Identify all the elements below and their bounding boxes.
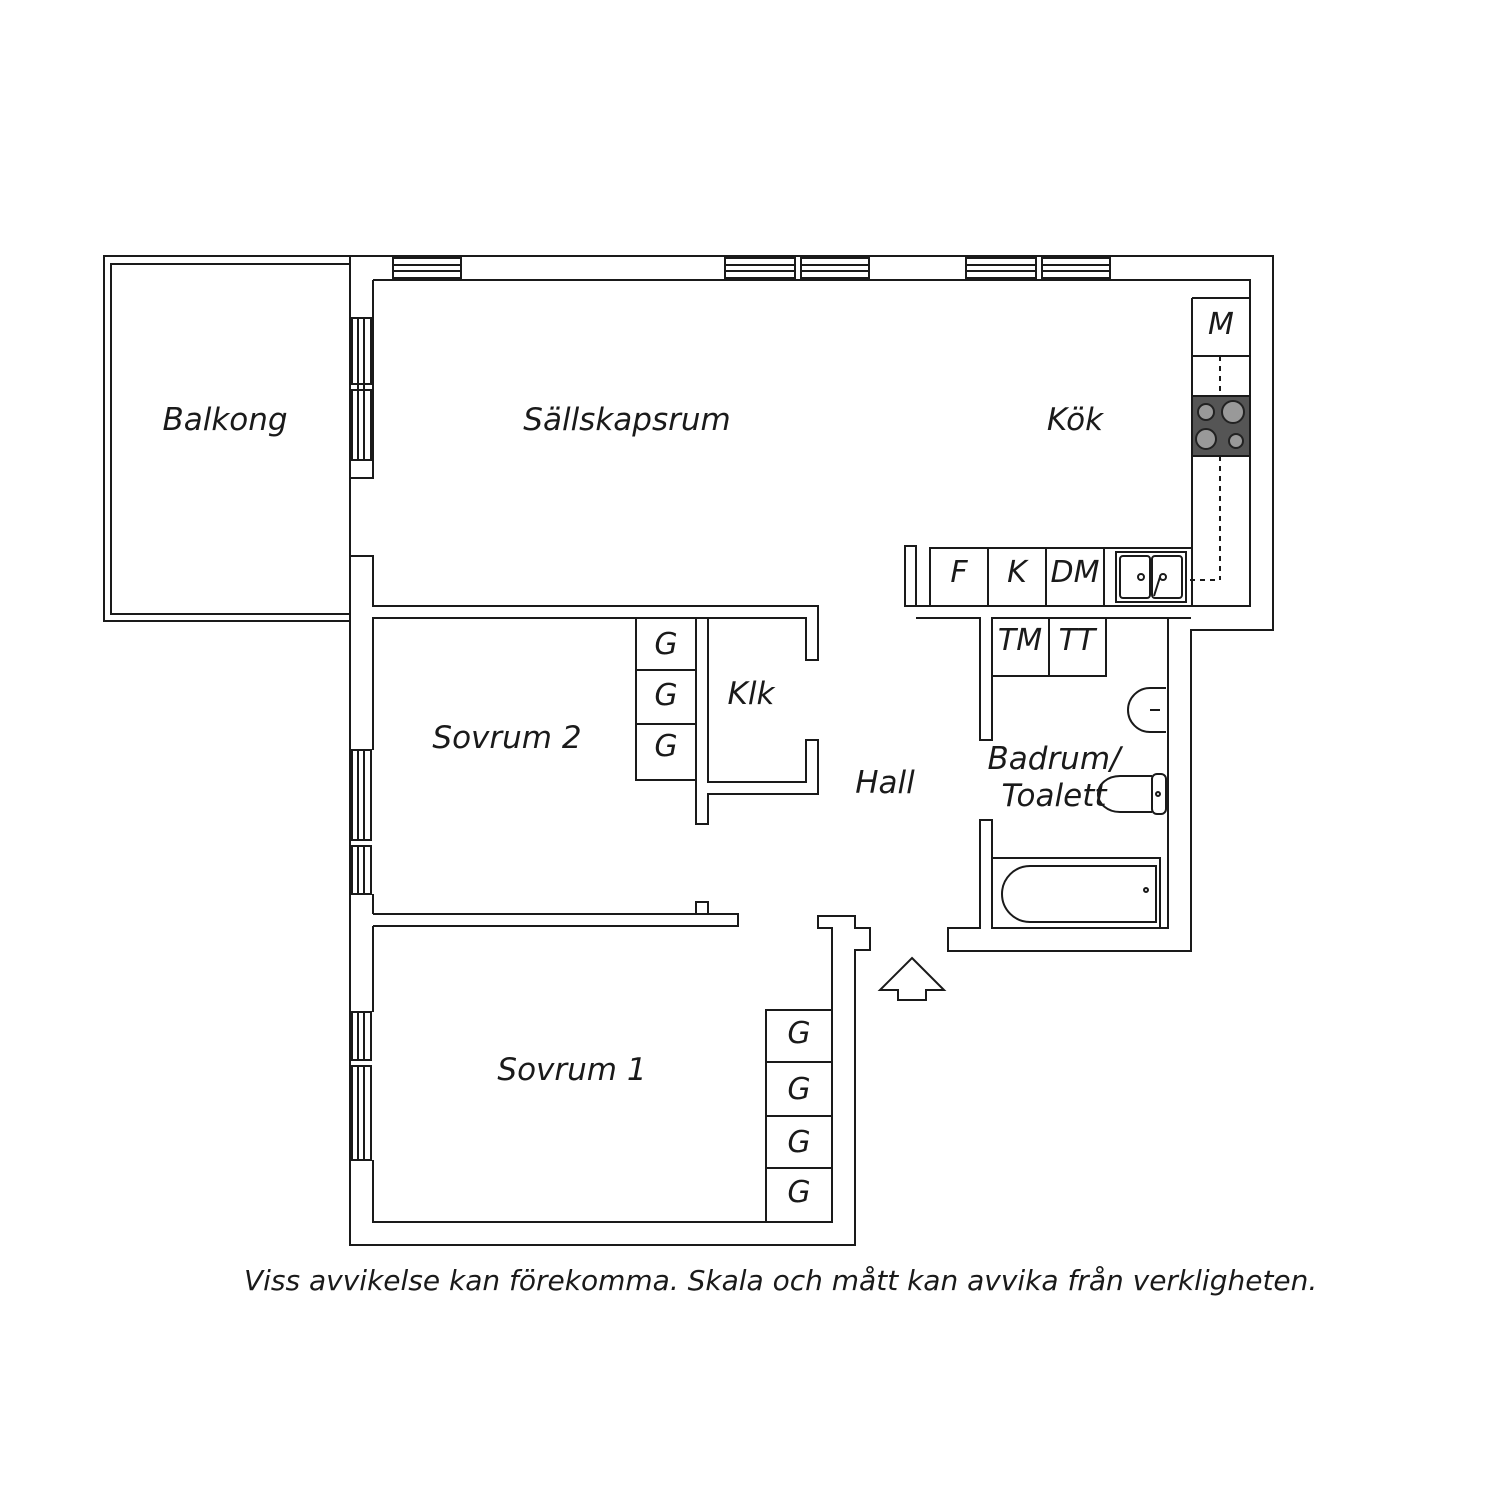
room-label-kok: Kök [1047, 402, 1104, 438]
wardrobe-label: G [787, 1016, 810, 1051]
room-label-sovrum2: Sovrum 2 [432, 720, 581, 756]
bathtub [991, 857, 1161, 929]
wardrobes-sovrum2 [635, 617, 697, 781]
closet-walls [695, 618, 819, 825]
washer-label: TM [998, 623, 1042, 658]
wardrobe-label: G [654, 627, 677, 662]
room-label-toalett: Toalett [1001, 778, 1108, 814]
dryer-label: TT [1059, 623, 1098, 658]
room-label-sallskapsrum: Sällskapsrum [523, 402, 730, 438]
room-label-sovrum1: Sovrum 1 [497, 1052, 646, 1088]
stove [1191, 395, 1251, 457]
dishwasher-label: DM [1051, 555, 1100, 590]
top-windows [392, 257, 1111, 279]
bedroom-divider-wall [373, 901, 739, 927]
room-label-hall: Hall [855, 765, 915, 801]
room-label-balkong: Balkong [162, 402, 287, 438]
balcony-door [349, 256, 374, 479]
wardrobe-label: G [787, 1175, 810, 1210]
disclaimer-text: Viss avvikelse kan förekomma. Skala och … [244, 1264, 1318, 1297]
kitchen-sink [1115, 551, 1187, 603]
room-label-klk: Klk [728, 676, 776, 712]
microwave-label: M [1208, 307, 1234, 342]
fridge-label: F [950, 555, 968, 590]
freezer-label: K [1007, 555, 1029, 590]
entrance-arrow [877, 956, 947, 1001]
wardrobe-label: G [787, 1072, 810, 1107]
wardrobe-label: G [654, 729, 677, 764]
wardrobe-label: G [654, 678, 677, 713]
laundry-machines [991, 617, 1107, 677]
toilet [1097, 773, 1167, 815]
room-label-badrum: Badrum/ [988, 741, 1125, 777]
kitchen-counter-bottom [929, 547, 1193, 607]
exterior-wall-top [350, 255, 1274, 952]
wardrobe-label: G [787, 1125, 810, 1160]
washbasin [1127, 687, 1166, 733]
balcony [103, 255, 351, 622]
wardrobes-sovrum1 [765, 1009, 833, 1223]
